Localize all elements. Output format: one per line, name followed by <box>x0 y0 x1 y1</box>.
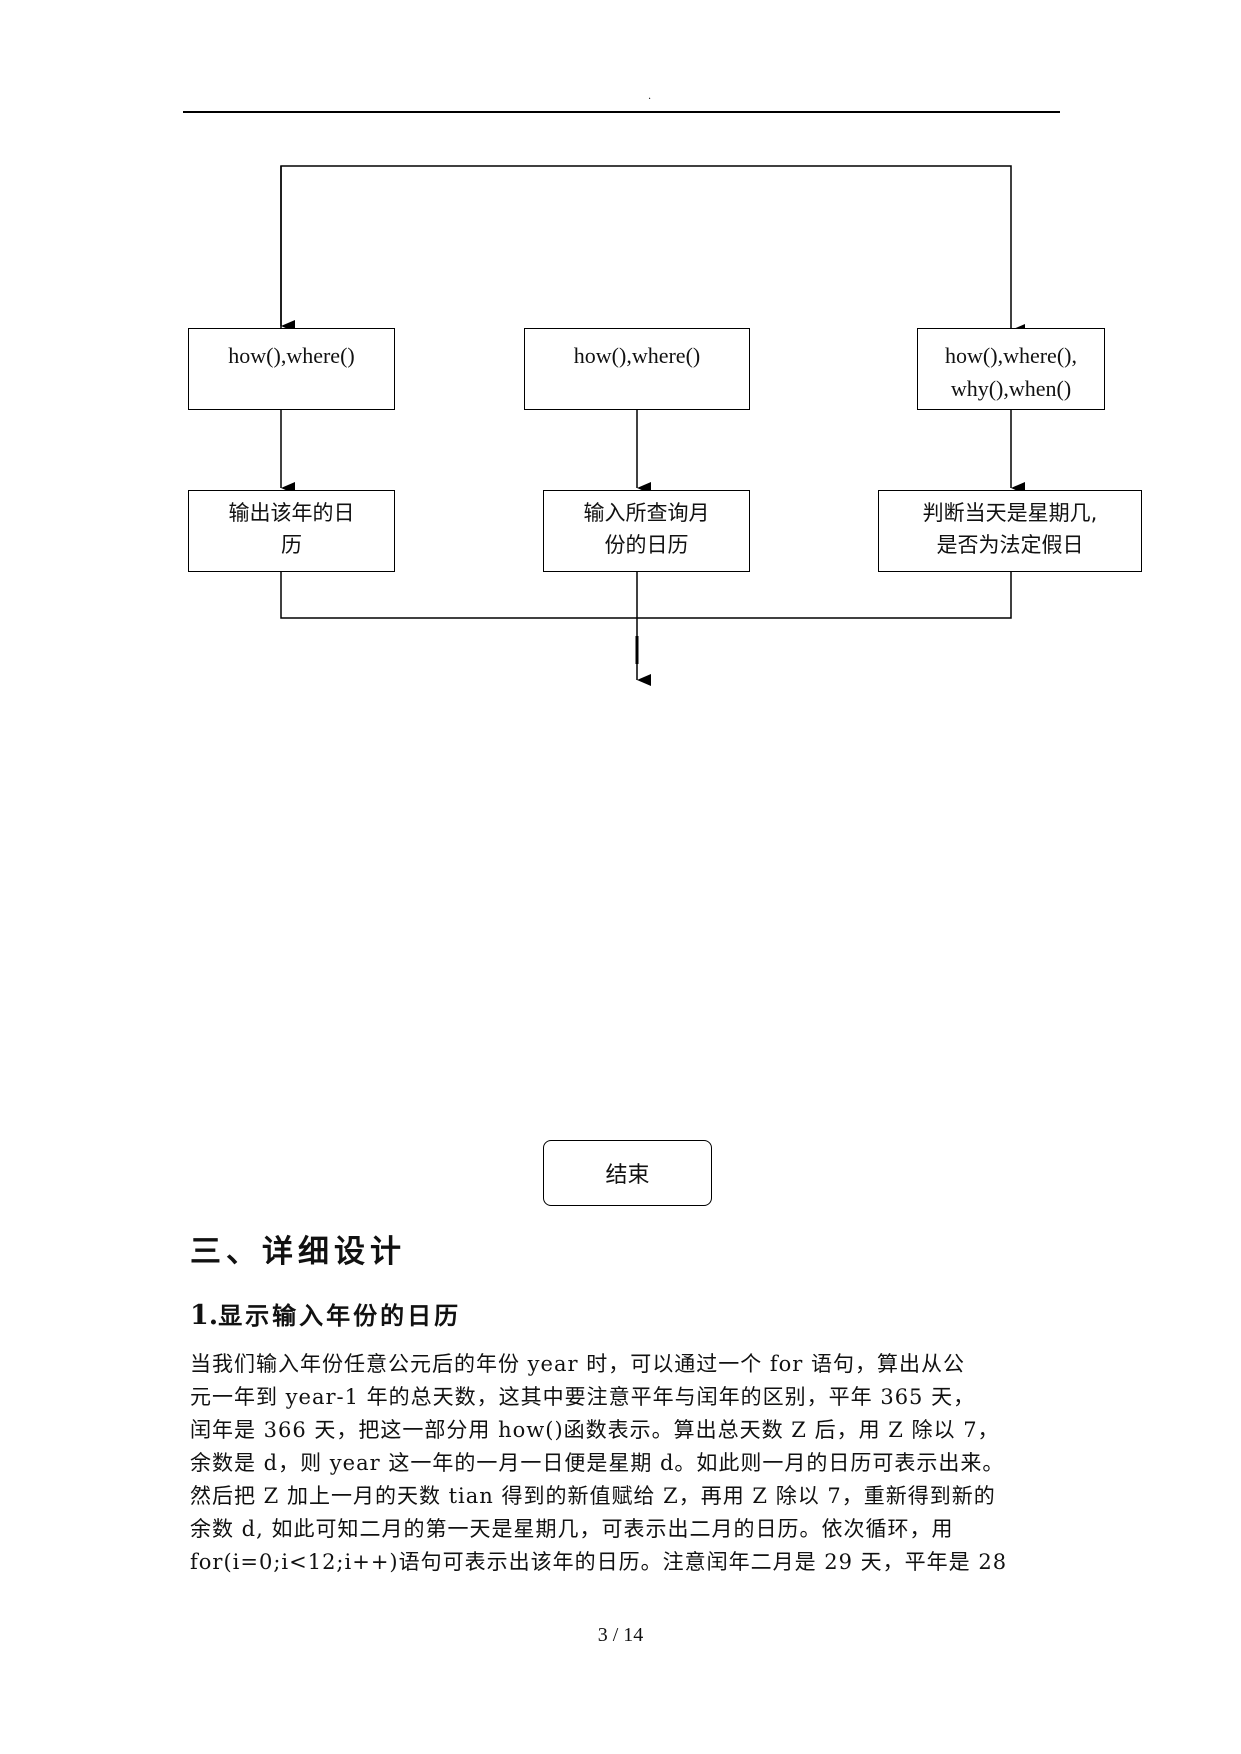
node-output-year: 输出该年的日 历 <box>188 490 395 572</box>
header-rule <box>183 111 1060 113</box>
paragraph: 当我们输入年份任意公元后的年份 year 时，可以通过一个 for 语句，算出从… <box>190 1348 1060 1579</box>
paragraph-line: 然后把 Z 加上一月的天数 tian 得到的新值赋给 Z，再用 Z 除以 7，重… <box>190 1484 996 1508</box>
node-text: 输出该年的日 <box>228 501 355 525</box>
paragraph-line: 余数是 d，则 year 这一年的一月一日便是星期 d。如此则一月的日历可表示出… <box>190 1451 1005 1475</box>
node-end: 结束 <box>543 1140 712 1206</box>
node-text: 历 <box>281 533 302 557</box>
header-mark: . <box>648 91 652 102</box>
node-text: 结束 <box>605 1163 650 1188</box>
flowchart-connectors <box>280 165 1025 686</box>
node-text: 判断当天是星期几, <box>922 501 1098 525</box>
node-weekday-holiday: 判断当天是星期几, 是否为法定假日 <box>878 490 1142 572</box>
subsection-title: 显示输入年份的日历 <box>218 1302 462 1330</box>
paragraph-line: 余数 d, 如此可知二月的第一天是星期几，可表示出二月的日历。依次循环，用 <box>190 1517 954 1541</box>
node-how-mid: how(),where() <box>524 328 750 410</box>
bottom-bracket-line <box>280 571 1012 619</box>
node-how-left: how(),where() <box>188 328 395 410</box>
paragraph-line: 闰年是 366 天，把这一部分用 how()函数表示。算出总天数 Z 后，用 Z… <box>190 1418 1000 1442</box>
node-text: how(),where(), <box>945 343 1077 368</box>
node-how-right: how(),where(), why(),when() <box>917 328 1105 410</box>
subsection-number: 1. <box>190 1300 219 1331</box>
subsection-heading: 1.显示输入年份的日历 <box>190 1300 461 1332</box>
top-bracket-line <box>280 165 1025 336</box>
node-text: how(),where() <box>228 343 355 368</box>
node-text: 输入所查询月 <box>583 501 710 525</box>
node-text: how(),where() <box>573 343 701 368</box>
node-text: 份的日历 <box>604 533 689 557</box>
node-input-month: 输入所查询月 份的日历 <box>543 490 750 572</box>
paragraph-line: 当我们输入年份任意公元后的年份 year 时，可以通过一个 for 语句，算出从… <box>190 1352 966 1376</box>
node-text: 是否为法定假日 <box>936 533 1084 557</box>
section-heading: 三、详细设计 <box>190 1234 406 1270</box>
page-number: 3 / 14 <box>597 1624 644 1646</box>
paragraph-line: 元一年到 year-1 年的总天数，这其中要注意平年与闰年的区别，平年 365 … <box>190 1385 976 1409</box>
node-text: why(),when() <box>950 376 1072 401</box>
paragraph-line: for(i=0;i<12;i++)语句可表示出该年的日历。注意闰年二月是 29 … <box>190 1550 1008 1574</box>
